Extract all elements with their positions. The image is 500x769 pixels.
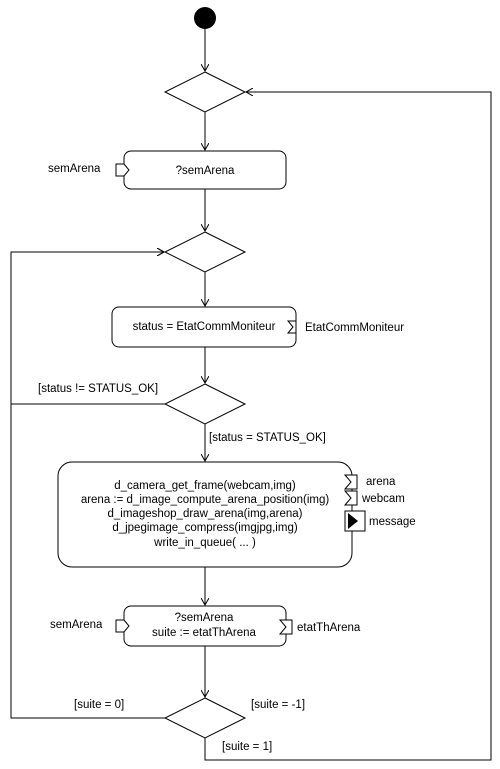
guard-status-not-ok: [status != STATUS_OK] [38,383,158,395]
receive-signal-icon [115,163,130,177]
receive-signal-icon [278,619,293,635]
merge-diamond-2 [163,231,247,273]
signal-label-sem-arena-2: semArena [50,619,103,631]
send-signal-arrow-icon [348,513,358,529]
process-line: write_in_queue( ... ) [153,537,256,549]
process-line: d_camera_get_frame(webcam,img) [114,480,296,492]
guard-suite-0: [suite = 0] [74,699,124,711]
state-get-status-label: status = EtatCommMoniteur [133,321,276,333]
decision-diamond-status [163,383,247,425]
signal-label-sem-arena-1: semArena [48,163,101,175]
receive-signal-icon [286,320,297,334]
merge-diamond-1 [163,71,247,113]
process-line: arena := d_image_compute_arena_position(… [81,494,330,506]
receive-signal-icon [343,490,358,506]
signal-label-etat-comm: EtatCommMoniteur [305,322,404,334]
guard-suite-1: [suite = 1] [222,741,272,753]
signal-label-webcam: webcam [361,493,405,505]
edge-suite-1-loop [204,92,492,761]
signal-label-arena: arena [366,476,396,488]
receive-signal-icon [115,619,130,633]
process-line: d_imageshop_draw_arena(img,arena) [108,508,303,520]
guard-status-ok: [status = STATUS_OK] [209,432,326,444]
decision-diamond-suite [163,697,247,739]
process-line: d_jpegimage_compress(imgjpg,img) [112,522,298,534]
signal-label-message: message [369,516,416,528]
state-wait-sem-arena-1-label: ?semArena [176,165,235,177]
state-wait-sem-arena-2-line: ?semArena [175,612,234,624]
receive-signal-icon [343,474,358,490]
signal-label-etat-th-arena: etatThArena [297,622,361,634]
state-wait-sem-arena-2-line: suite := etatThArena [152,627,256,639]
edge-suite-0-loop [10,252,165,719]
guard-suite-minus-1: [suite = -1] [251,699,305,711]
initial-node [194,7,216,29]
